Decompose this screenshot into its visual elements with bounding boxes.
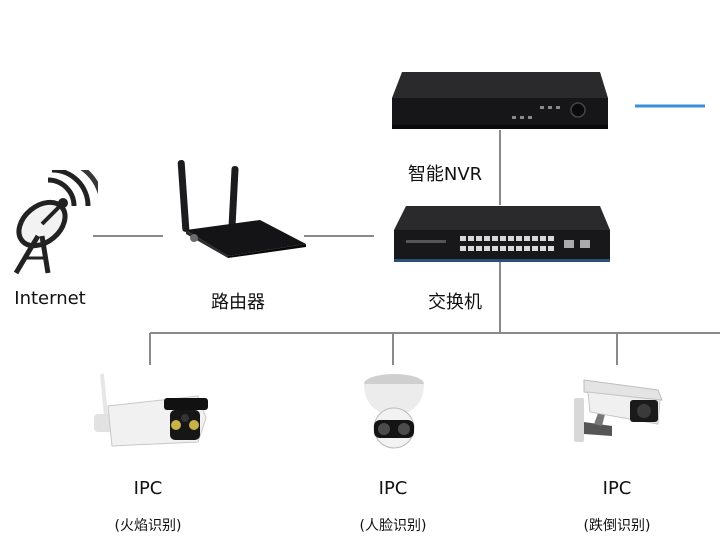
satellite-dish-icon [13, 170, 98, 275]
camera3-sublabel: (跌倒识别) [583, 518, 651, 534]
camera1-label: IPC [133, 478, 163, 499]
switch-label: 交换机 [428, 292, 482, 313]
camera2-sublabel: (人脸识别) [359, 518, 427, 534]
camera3-label: IPC [602, 478, 632, 499]
dome-camera-icon [364, 374, 424, 449]
nvr-device-icon [392, 72, 608, 129]
box-camera-icon [574, 379, 663, 442]
camera2-label: IPC [378, 478, 408, 499]
nvr-label: 智能NVR [407, 164, 483, 185]
camera1-sublabel: (火焰识别) [114, 518, 182, 534]
internet-label: Internet [14, 288, 86, 309]
router-label: 路由器 [211, 292, 265, 313]
switch-device-icon [394, 206, 610, 262]
bullet-camera-icon [94, 373, 208, 447]
router-icon [177, 160, 306, 258]
